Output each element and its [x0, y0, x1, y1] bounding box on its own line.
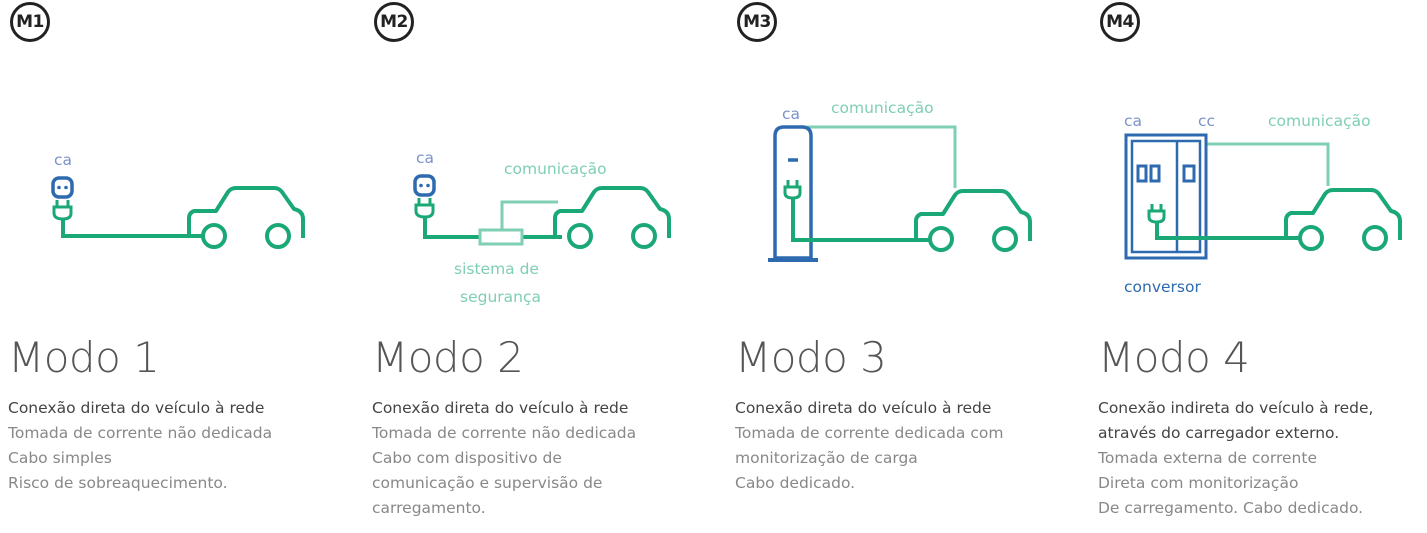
description-line: Tomada externa de corrente	[1098, 449, 1317, 467]
mode-description: Conexão direta do veículo à rede Tomada …	[372, 396, 717, 521]
ca-label: ca	[782, 105, 800, 123]
description-line: Risco de sobreaquecimento.	[8, 474, 228, 492]
mode-title: Modo 1	[8, 333, 160, 382]
mode-badge: M3	[737, 2, 777, 42]
mode-4-column: M4 ca cc comunicação conversor Modo 4 Co…	[1098, 0, 1427, 533]
mode-badge: M4	[1100, 2, 1140, 42]
description-line: Cabo dedicado.	[735, 474, 856, 492]
mode-1-column: M1 ca Modo 1 Conexão direta do veículo à…	[8, 0, 348, 533]
plug-icon	[414, 198, 435, 219]
converter-label: conversor	[1124, 278, 1201, 296]
ca-label: ca	[416, 149, 434, 167]
safety-system-label: segurança	[460, 288, 541, 306]
description-line: monitorização de carga	[735, 449, 918, 467]
description-line: Tomada de corrente não dedicada	[8, 424, 273, 442]
mode-1-illustration: ca	[51, 151, 305, 249]
car-icon	[914, 189, 1032, 252]
wall-socket-icon	[413, 174, 436, 197]
communication-line	[807, 125, 957, 188]
description-line: Cabo simples	[8, 449, 112, 467]
car-icon	[553, 186, 671, 249]
charging-station-icon	[768, 125, 818, 262]
mode-title: Modo 3	[735, 333, 887, 382]
ca-label: ca	[54, 151, 72, 169]
communication-line	[1206, 142, 1330, 186]
car-icon	[187, 186, 305, 249]
safety-system-box	[478, 228, 524, 246]
description-line: carregamento.	[372, 499, 486, 517]
mode-badge: M1	[10, 2, 50, 42]
description-line: Conexão direta do veículo à rede	[372, 399, 629, 417]
communication-label: comunicação	[504, 160, 607, 178]
description-line: Conexão direta do veículo à rede	[735, 399, 992, 417]
mode-title: Modo 2	[372, 333, 524, 382]
mode-4-illustration: ca cc comunicação conversor	[1124, 112, 1402, 296]
plug-icon	[52, 200, 73, 221]
mode-description: Conexão indireta do veículo à rede, atra…	[1098, 396, 1427, 521]
car-icon	[1284, 188, 1402, 251]
safety-system-label: sistema de	[454, 260, 539, 278]
description-line: Tomada de corrente dedicada com	[735, 424, 1004, 442]
charging-cable	[61, 220, 208, 238]
plug-icon	[1147, 204, 1166, 224]
description-line: através do carregador externo.	[1098, 424, 1340, 442]
description-line: Cabo com dispositivo de	[372, 449, 562, 467]
charging-cable	[791, 199, 935, 242]
charging-cable	[1155, 223, 1303, 240]
communication-label: comunicação	[1268, 112, 1371, 130]
mode-title: Modo 4	[1098, 333, 1250, 382]
description-line: De carregamento. Cabo dedicado.	[1098, 499, 1364, 517]
wall-socket-icon	[51, 176, 74, 199]
description-line: Direta com monitorização	[1098, 474, 1299, 492]
mode-description: Conexão direta do veículo à rede Tomada …	[735, 396, 1080, 496]
mode-2-column: M2 ca comunicação sistema de segurança M…	[372, 0, 712, 533]
description-line: Conexão direta do veículo à rede	[8, 399, 265, 417]
ca-label: ca	[1124, 112, 1142, 130]
description-line: comunicação e supervisão de	[372, 474, 603, 492]
mode-3-illustration: ca comunicação	[768, 99, 1032, 262]
plug-icon	[783, 180, 802, 200]
mode-description: Conexão direta do veículo à rede Tomada …	[8, 396, 353, 496]
communication-label: comunicação	[831, 99, 934, 117]
mode-2-illustration: ca comunicação sistema de segurança	[413, 149, 671, 306]
cc-label: cc	[1198, 112, 1215, 130]
mode-3-column: M3 ca comunicação Modo 3 Conexão direta …	[735, 0, 1075, 533]
mode-badge: M2	[374, 2, 414, 42]
description-line: Conexão indireta do veículo à rede,	[1098, 399, 1374, 417]
description-line: Tomada de corrente não dedicada	[372, 424, 637, 442]
communication-line	[500, 200, 558, 230]
